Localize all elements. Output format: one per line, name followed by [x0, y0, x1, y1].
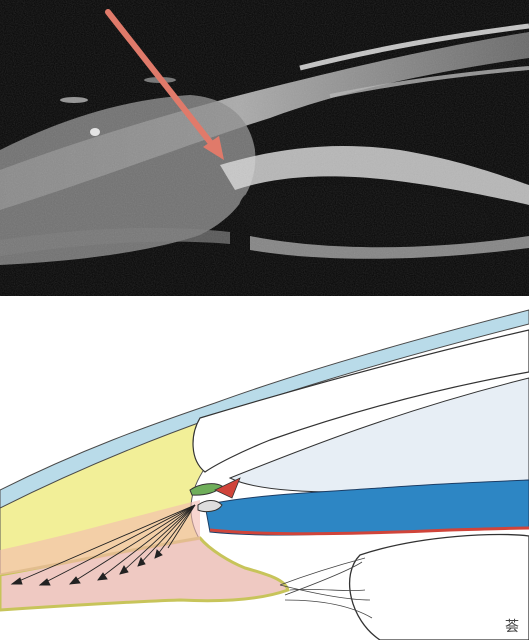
- ultrasound-svg: [0, 0, 529, 296]
- angle-illustration: 荟: [0, 300, 529, 640]
- ultrasound-image: [0, 0, 529, 296]
- illustration-svg: [0, 300, 529, 640]
- artist-signature: 荟: [505, 616, 519, 636]
- lens: [350, 534, 529, 640]
